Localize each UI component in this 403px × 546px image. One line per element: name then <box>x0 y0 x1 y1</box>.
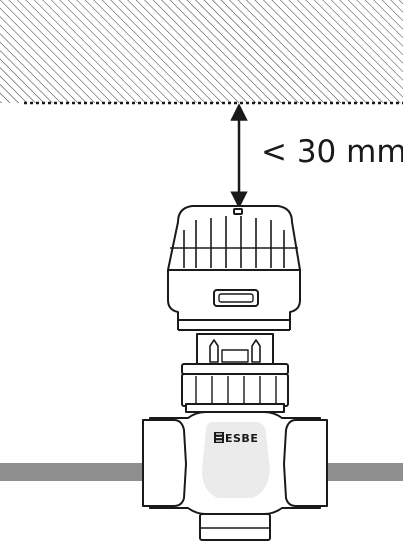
actuator-housing <box>167 269 301 331</box>
valve-assembly <box>142 205 328 541</box>
esbe-logo-icon <box>214 432 224 443</box>
coupling <box>181 333 289 413</box>
brand-name: ESBE <box>225 432 258 445</box>
ceiling-obstruction <box>0 0 403 105</box>
actuator-knob <box>167 205 301 271</box>
dimension-label: < 30 mm <box>261 134 403 170</box>
